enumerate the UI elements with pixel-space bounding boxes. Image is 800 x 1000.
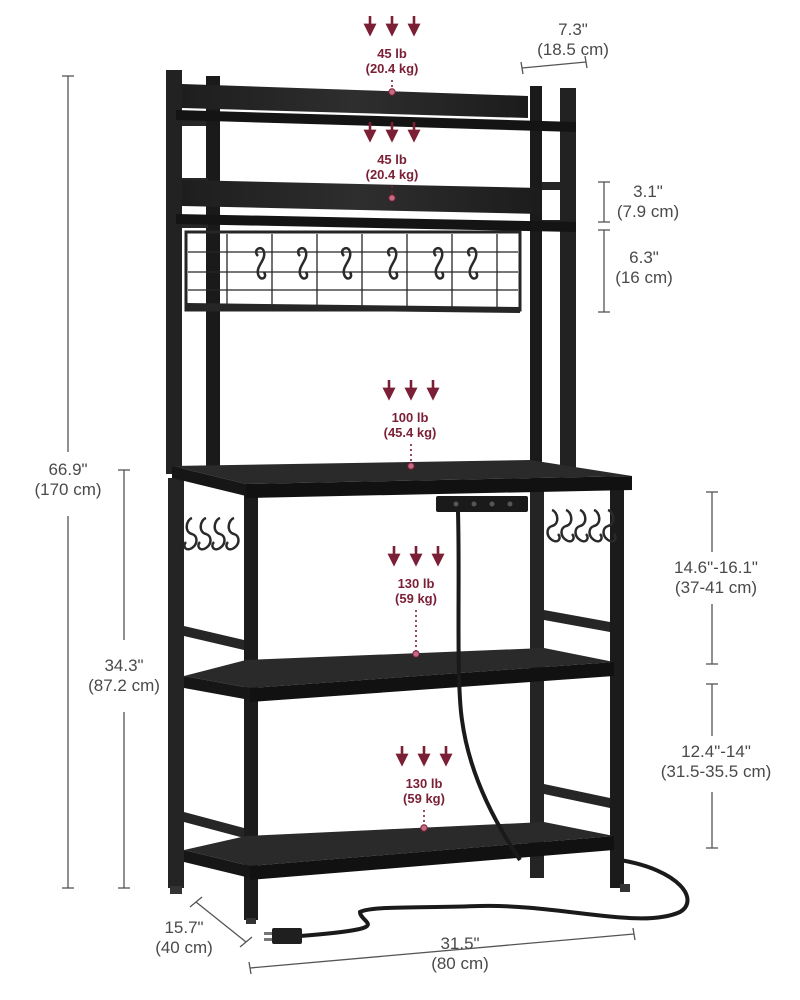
top-shelf [176, 84, 576, 132]
s-hook-icon [197, 516, 212, 551]
load-point-dot [420, 824, 428, 832]
second-shelf [176, 180, 576, 232]
top-shelf-load-label: 45 lb (20.4 kg) [350, 46, 434, 76]
middle-shelf [184, 648, 614, 702]
upper-hutch-frame [166, 70, 576, 474]
load-point-dot [412, 650, 420, 658]
dimension-lines [62, 55, 718, 975]
width-imperial: 31.5" [440, 934, 480, 953]
s-hook-icon [432, 246, 445, 280]
width-metric: (80 cm) [431, 954, 489, 973]
grid-height-metric: (16 cm) [615, 268, 673, 287]
grid-height-label: 6.3" (16 cm) [606, 248, 682, 288]
power-strip [436, 496, 528, 512]
s-hook-icon [296, 246, 309, 280]
lower-spacing-metric: (31.5-35.5 cm) [660, 762, 772, 781]
s-hook-icon [254, 246, 267, 280]
load-point-dot [388, 194, 396, 202]
middle-shelf-load-metric: (59 kg) [395, 591, 437, 606]
lower-spacing-imperial: 12.4"-14" [681, 742, 751, 761]
load-point-dot [388, 88, 396, 96]
depth-label: 15.7" (40 cm) [136, 918, 232, 958]
lower-spacing-label: 12.4"-14" (31.5-35.5 cm) [644, 742, 788, 782]
width-label: 31.5" (80 cm) [410, 934, 510, 974]
lower-height-imperial: 34.3" [104, 656, 144, 675]
hanging-grid [184, 230, 522, 313]
second-shelf-load-imperial: 45 lb [377, 152, 407, 167]
total-height-imperial: 66.9" [48, 460, 88, 479]
top-shelf-load-metric: (20.4 kg) [365, 61, 419, 76]
second-shelf-load-metric: (20.4 kg) [365, 167, 419, 182]
total-height-label: 66.9" (170 cm) [18, 460, 118, 500]
power-plug [264, 928, 302, 944]
middle-shelf-load-imperial: 130 lb [397, 576, 435, 591]
s-hook-icon [225, 516, 240, 551]
upper-spacing-imperial: 14.6"-16.1" [674, 558, 758, 577]
tabletop [172, 460, 632, 498]
middle-shelf-load-label: 130 lb (59 kg) [374, 576, 458, 606]
top-gap-label: 3.1" (7.9 cm) [606, 182, 690, 222]
s-hook-icon [340, 246, 353, 280]
grid-height-imperial: 6.3" [629, 248, 659, 267]
tabletop-load-metric: (45.4 kg) [383, 425, 437, 440]
s-hook-icon [574, 508, 589, 543]
total-height-metric: (170 cm) [34, 480, 102, 499]
top-depth-metric: (18.5 cm) [537, 40, 609, 59]
lower-height-label: 34.3" (87.2 cm) [72, 656, 176, 696]
s-hook-icon [183, 516, 198, 551]
s-hook-icon [386, 246, 399, 280]
tabletop-load-imperial: 100 lb [391, 410, 429, 425]
lower-height-metric: (87.2 cm) [88, 676, 160, 695]
s-hook-icon [588, 508, 603, 543]
bottom-shelf-load-label: 130 lb (59 kg) [382, 776, 466, 806]
depth-metric: (40 cm) [155, 938, 213, 957]
upper-spacing-metric: (37-41 cm) [674, 578, 758, 597]
s-hook-icon [211, 516, 226, 551]
bottom-shelf-load-metric: (59 kg) [403, 791, 445, 806]
upper-spacing-label: 14.6"-16.1" (37-41 cm) [660, 558, 772, 598]
power-cord [299, 511, 690, 938]
grid-s-hooks [254, 246, 479, 280]
load-indicators [363, 16, 453, 832]
tabletop-load-label: 100 lb (45.4 kg) [368, 410, 452, 440]
second-shelf-load-label: 45 lb (20.4 kg) [350, 152, 434, 182]
bottom-shelf [184, 822, 614, 880]
depth-imperial: 15.7" [164, 918, 204, 937]
s-hook-icon [602, 508, 617, 543]
s-hook-icon [546, 508, 561, 543]
s-hook-icon [560, 508, 575, 543]
top-depth-label: 7.3" (18.5 cm) [528, 20, 618, 60]
side-s-hooks [183, 508, 617, 551]
top-depth-imperial: 7.3" [558, 20, 588, 39]
load-point-dot [407, 462, 415, 470]
base-frame [168, 478, 630, 924]
s-hook-icon [466, 246, 479, 280]
bottom-shelf-load-imperial: 130 lb [405, 776, 443, 791]
top-gap-metric: (7.9 cm) [616, 202, 680, 221]
top-gap-imperial: 3.1" [633, 182, 663, 201]
top-shelf-load-imperial: 45 lb [377, 46, 407, 61]
